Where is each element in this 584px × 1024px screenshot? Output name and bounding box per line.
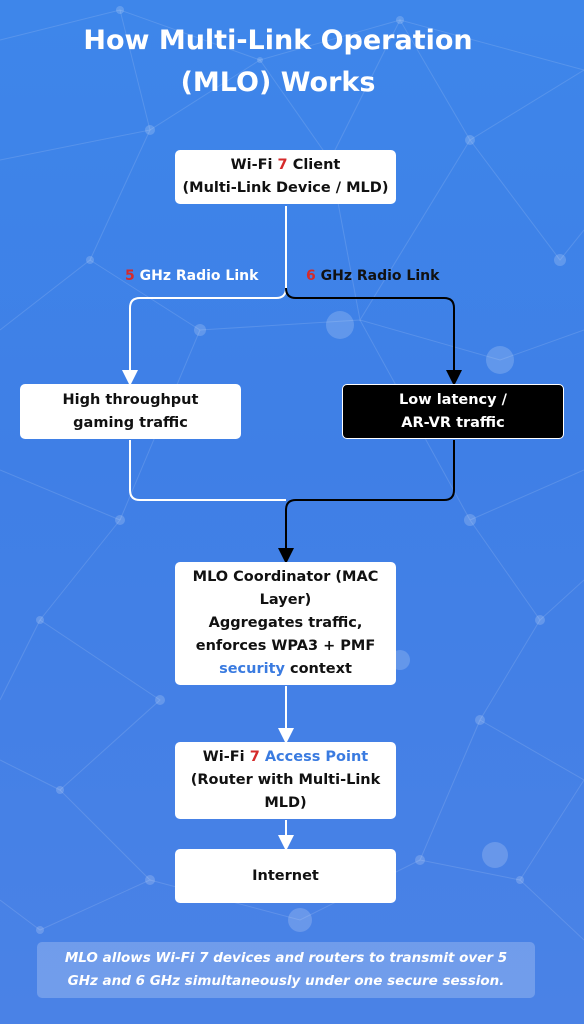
link-label-5ghz: 5 GHz Radio Link [125,268,258,284]
connector-left-merge [129,440,286,501]
footer-line1: MLO allows Wi-Fi 7 devices and routers t… [64,950,508,966]
link-5ghz-band: 5 [125,268,135,284]
connector-right-merge [278,440,455,564]
left-traffic-line1: High throughput [62,391,199,408]
connector-client-right [285,287,462,386]
footer-note: MLO allows Wi-Fi 7 devices and routers t… [37,942,535,998]
ap-number: 7 [249,749,260,765]
client-line2: (Multi-Link Device / MLD) [182,180,389,196]
link-5ghz-text: GHz Radio Link [134,268,259,284]
client-prefix: Wi-Fi [230,157,278,173]
coordinator-line5-rest: context [284,661,352,677]
coordinator-line2: Layer) [259,592,312,608]
page-title: How Multi-Link Operation (MLO) Works [40,20,516,104]
ap-line2: (Router with Multi-Link [190,772,381,788]
coordinator-line4: enforces WPA3 + PMF [195,638,376,654]
left-traffic-box: High throughput gaming traffic [20,384,241,439]
link-6ghz-band: 6 [306,268,316,284]
ap-line3: MLD) [264,795,307,811]
right-traffic-box: Low latency / AR-VR traffic [342,384,564,439]
right-traffic-line2: AR-VR traffic [401,414,505,431]
ap-prefix: Wi-Fi [202,749,250,765]
coordinator-line3: Aggregates traffic, [208,615,363,631]
coordinator-box: MLO Coordinator (MAC Layer) Aggregates t… [175,562,396,685]
client-box: Wi-Fi 7 Client (Multi-Link Device / MLD) [175,150,396,204]
ap-highlight: Access Point [259,749,369,765]
link-label-6ghz: 6 GHz Radio Link [306,268,439,284]
right-traffic-line1: Low latency / [399,391,507,408]
coordinator-line1: MLO Coordinator (MAC [192,569,379,585]
link-6ghz-text: GHz Radio Link [315,268,440,284]
internet-label: Internet [252,867,319,884]
left-traffic-line2: gaming traffic [73,414,188,431]
footer-line2: GHz and 6 GHz simultaneously under one s… [67,973,505,989]
internet-box: Internet [175,849,396,903]
client-suffix: Client [287,157,341,173]
connector-client-left [122,206,287,386]
coordinator-security: security [219,661,285,677]
client-number: 7 [277,157,288,173]
access-point-box: Wi-Fi 7 Access Point (Router with Multi-… [175,742,396,819]
page-title-line1: How Multi-Link Operation [83,25,473,56]
page-title-line2: (MLO) Works [180,67,376,98]
